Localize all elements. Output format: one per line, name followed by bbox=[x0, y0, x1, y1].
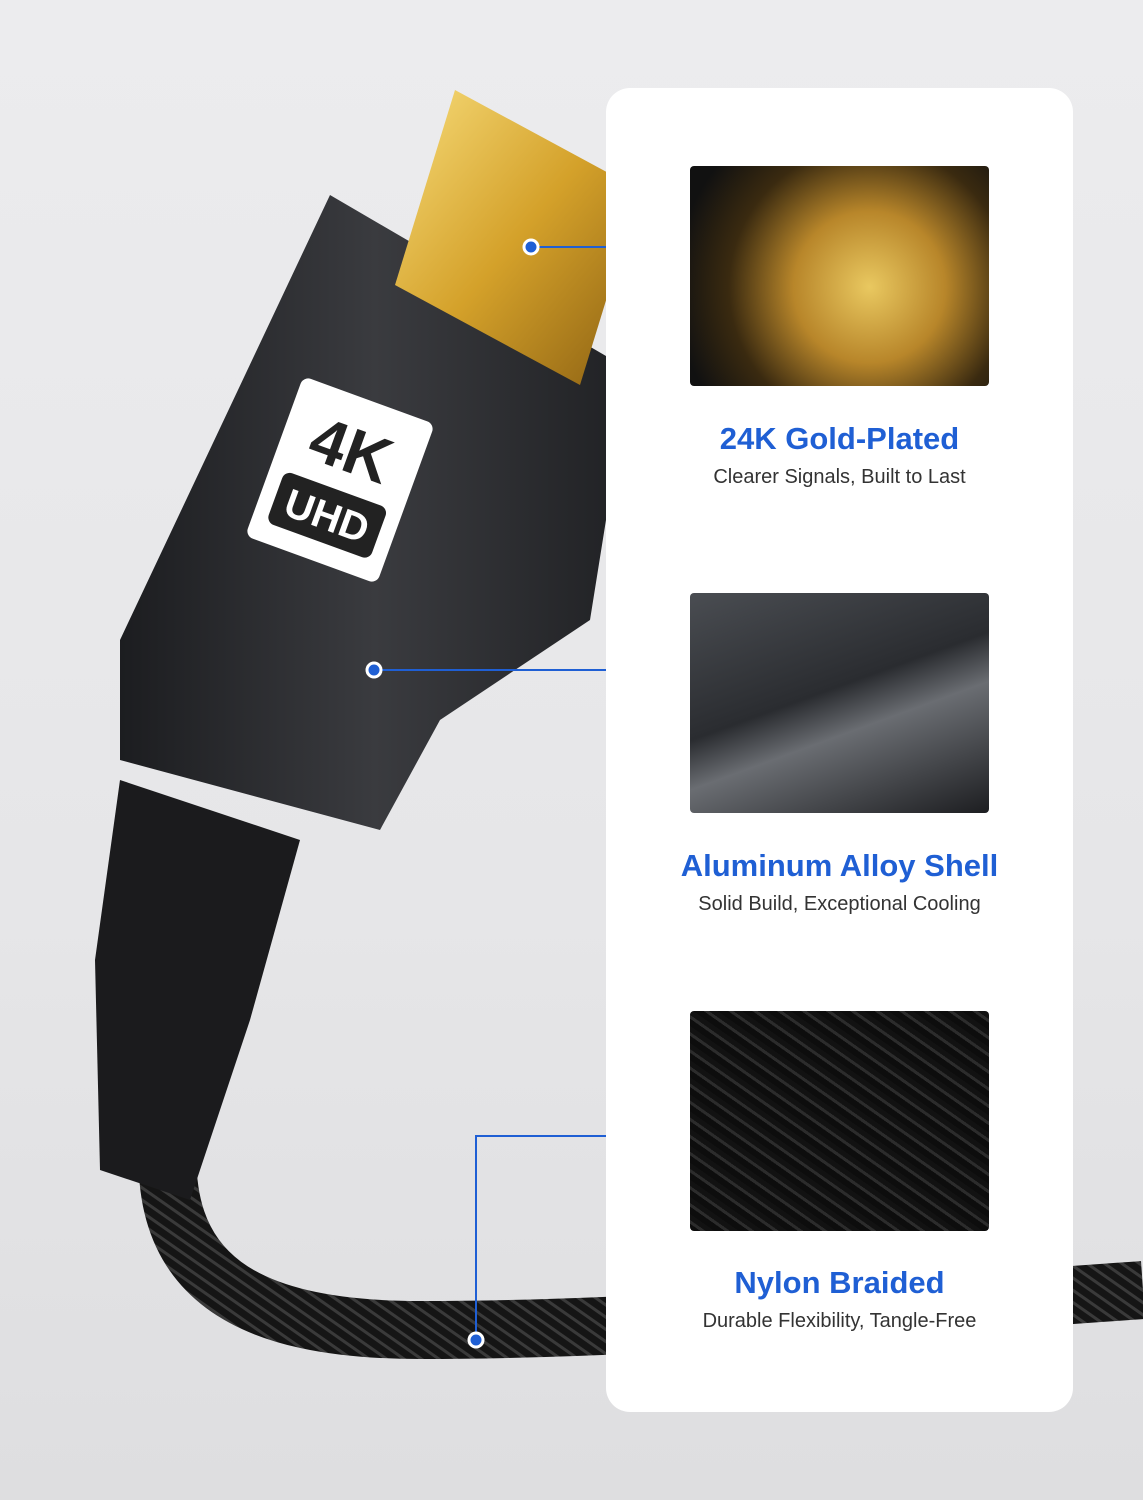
feature-subtitle: Durable Flexibility, Tangle-Free bbox=[702, 1310, 977, 1332]
callout-dot-connector bbox=[522, 238, 540, 256]
callout-dot-braid bbox=[467, 1331, 485, 1349]
strain-relief bbox=[95, 780, 300, 1200]
aluminum-shell-closeup-image bbox=[690, 593, 989, 813]
feature-subtitle: Clearer Signals, Built to Last bbox=[713, 466, 966, 488]
feature-title: Aluminum Alloy Shell bbox=[680, 848, 999, 883]
nylon-braid-closeup-image bbox=[690, 1011, 989, 1231]
callout-dot-shell bbox=[365, 661, 383, 679]
feature-title: Nylon Braided bbox=[734, 1265, 945, 1300]
gold-connector bbox=[395, 90, 640, 385]
feature-subtitle: Solid Build, Exceptional Cooling bbox=[698, 893, 981, 915]
4k-uhd-badge: 4K UHD bbox=[247, 378, 433, 582]
gold-plated-closeup-image bbox=[690, 166, 989, 386]
feature-title: 24K Gold-Plated bbox=[719, 421, 960, 456]
